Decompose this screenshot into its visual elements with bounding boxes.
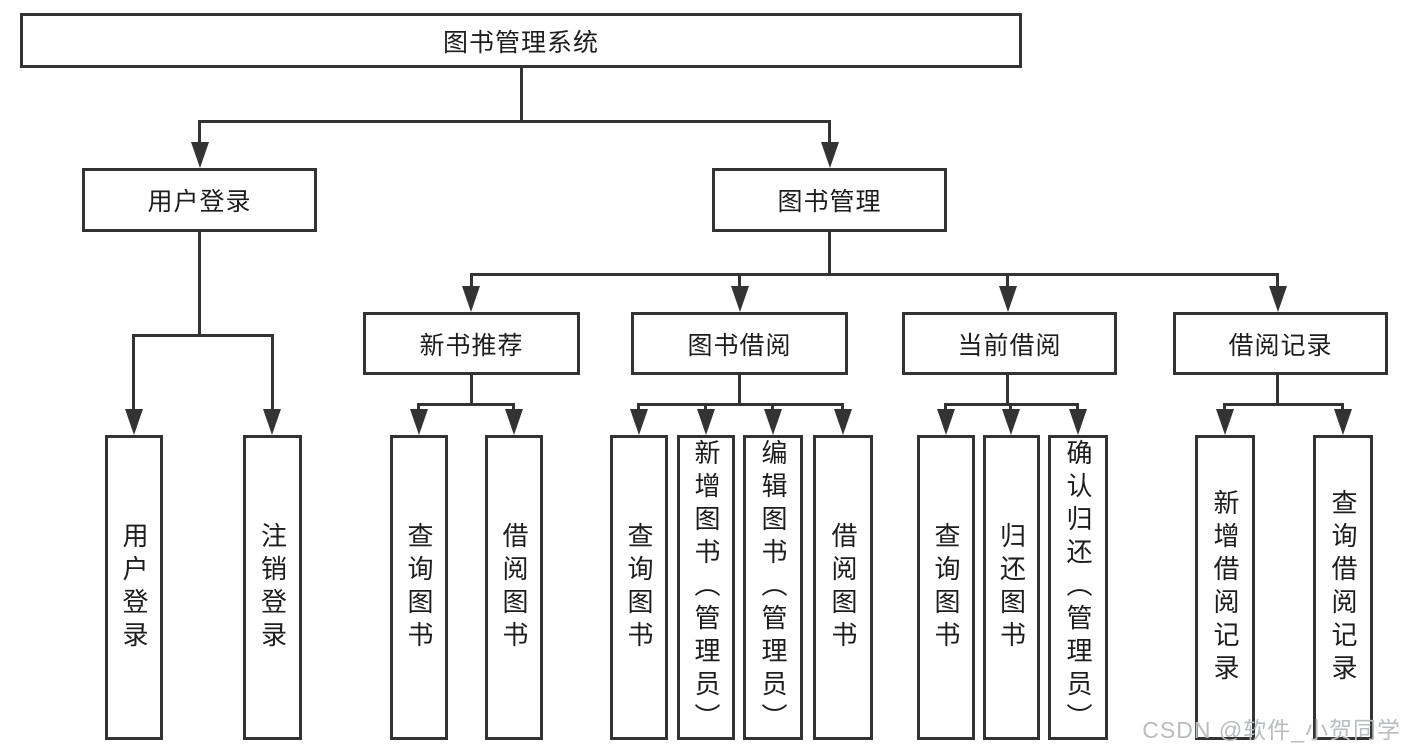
node-label: 用户登录 <box>119 521 149 654</box>
node-return-book: 归还图书 <box>983 435 1040 740</box>
connector-line <box>1076 403 1079 413</box>
connector-line <box>1276 273 1279 289</box>
node-label: 当前借阅 <box>957 331 1062 360</box>
node-user-login-module: 用户登录 <box>82 168 317 232</box>
connector-line <box>828 120 831 148</box>
node-label: 图书管理 <box>777 188 882 216</box>
connector-line <box>512 403 515 413</box>
arrow-down-icon <box>1269 286 1287 312</box>
arrow-down-icon <box>191 142 209 168</box>
node-label: 注销登录 <box>257 521 288 654</box>
connector-line <box>1276 375 1279 406</box>
arrow-down-icon <box>1216 409 1234 435</box>
connector-line <box>771 403 774 413</box>
node-edit-book-admin: 编辑图书（管理员） <box>743 435 803 740</box>
arrow-down-icon <box>937 409 955 435</box>
node-borrow-records: 借阅记录 <box>1173 312 1388 375</box>
arrow-down-icon <box>1334 409 1352 435</box>
node-logout-action: 注销登录 <box>243 435 302 740</box>
connector-line <box>417 403 515 406</box>
connector-line <box>1009 403 1012 413</box>
node-label: 归还图书 <box>996 521 1027 654</box>
node-confirm-return-admin: 确认归还（管理员） <box>1048 435 1108 740</box>
node-label: 图书借阅 <box>687 331 792 360</box>
node-borrow-book-recommend: 借阅图书 <box>485 435 543 740</box>
arrow-down-icon <box>505 409 523 435</box>
node-label: 查询图书 <box>624 521 654 654</box>
node-book-borrow: 图书借阅 <box>631 312 848 375</box>
connector-line <box>1341 403 1344 413</box>
arrow-down-icon <box>1069 409 1087 435</box>
node-user-login-action: 用户登录 <box>105 435 163 740</box>
connector-line <box>738 375 741 406</box>
node-label: 查询图书 <box>404 521 434 654</box>
connector-line <box>637 403 844 406</box>
connector-line <box>198 120 831 123</box>
node-root-library-system: 图书管理系统 <box>20 13 1022 68</box>
arrow-down-icon <box>764 409 782 435</box>
node-label: 查询图书 <box>931 521 961 654</box>
node-label: 编辑图书（管理员） <box>758 439 788 736</box>
connector-line <box>198 232 201 337</box>
connector-line <box>417 403 420 413</box>
node-new-book-recommend: 新书推荐 <box>363 312 580 375</box>
connector-line <box>470 375 473 406</box>
arrow-down-icon <box>821 142 839 168</box>
node-label: 新增图书（管理员） <box>691 439 721 736</box>
arrow-down-icon <box>697 409 715 435</box>
node-label: 确认归还（管理员） <box>1063 439 1093 736</box>
connector-line <box>1006 273 1009 289</box>
node-add-borrow-record: 新增借阅记录 <box>1195 435 1255 740</box>
node-add-book-admin: 新增图书（管理员） <box>677 435 735 740</box>
connector-line <box>1006 375 1009 406</box>
connector-line <box>1223 403 1226 413</box>
connector-line <box>828 232 831 276</box>
arrow-down-icon <box>731 286 749 312</box>
csdn-watermark: CSDN @软件_小贺同学 <box>1142 717 1401 743</box>
node-query-book-current: 查询图书 <box>917 435 975 740</box>
node-label: 借阅记录 <box>1228 331 1333 360</box>
node-label: 新增借阅记录 <box>1210 488 1240 687</box>
connector-line <box>271 334 274 412</box>
node-query-book-recommend: 查询图书 <box>390 435 448 740</box>
connector-line <box>198 120 201 148</box>
connector-line <box>132 334 135 412</box>
node-label: 图书管理系统 <box>442 28 599 57</box>
arrow-down-icon <box>410 409 428 435</box>
node-label: 借阅图书 <box>828 521 858 654</box>
arrow-down-icon <box>125 409 143 435</box>
connector-line <box>738 273 741 289</box>
connector-line <box>520 68 523 123</box>
arrow-down-icon <box>630 409 648 435</box>
node-label: 查询借阅记录 <box>1328 488 1358 687</box>
node-label: 借阅图书 <box>499 521 529 654</box>
node-query-book-borrow: 查询图书 <box>610 435 668 740</box>
connector-line <box>132 334 274 337</box>
arrow-down-icon <box>263 409 281 435</box>
connector-line <box>470 273 473 289</box>
connector-line <box>841 403 844 413</box>
connector-line <box>470 273 1279 276</box>
node-book-management-module: 图书管理 <box>712 168 947 232</box>
arrow-down-icon <box>999 286 1017 312</box>
node-label: 新书推荐 <box>419 331 524 360</box>
connector-line <box>637 403 640 413</box>
connector-line <box>1223 403 1344 406</box>
node-label: 用户登录 <box>147 188 252 216</box>
node-borrow-book-action: 借阅图书 <box>813 435 873 740</box>
node-query-borrow-record: 查询借阅记录 <box>1313 435 1373 740</box>
node-current-borrow: 当前借阅 <box>902 312 1117 375</box>
arrow-down-icon <box>1002 409 1020 435</box>
arrow-down-icon <box>834 409 852 435</box>
connector-line <box>944 403 947 413</box>
arrow-down-icon <box>462 286 480 312</box>
connector-line <box>704 403 707 413</box>
